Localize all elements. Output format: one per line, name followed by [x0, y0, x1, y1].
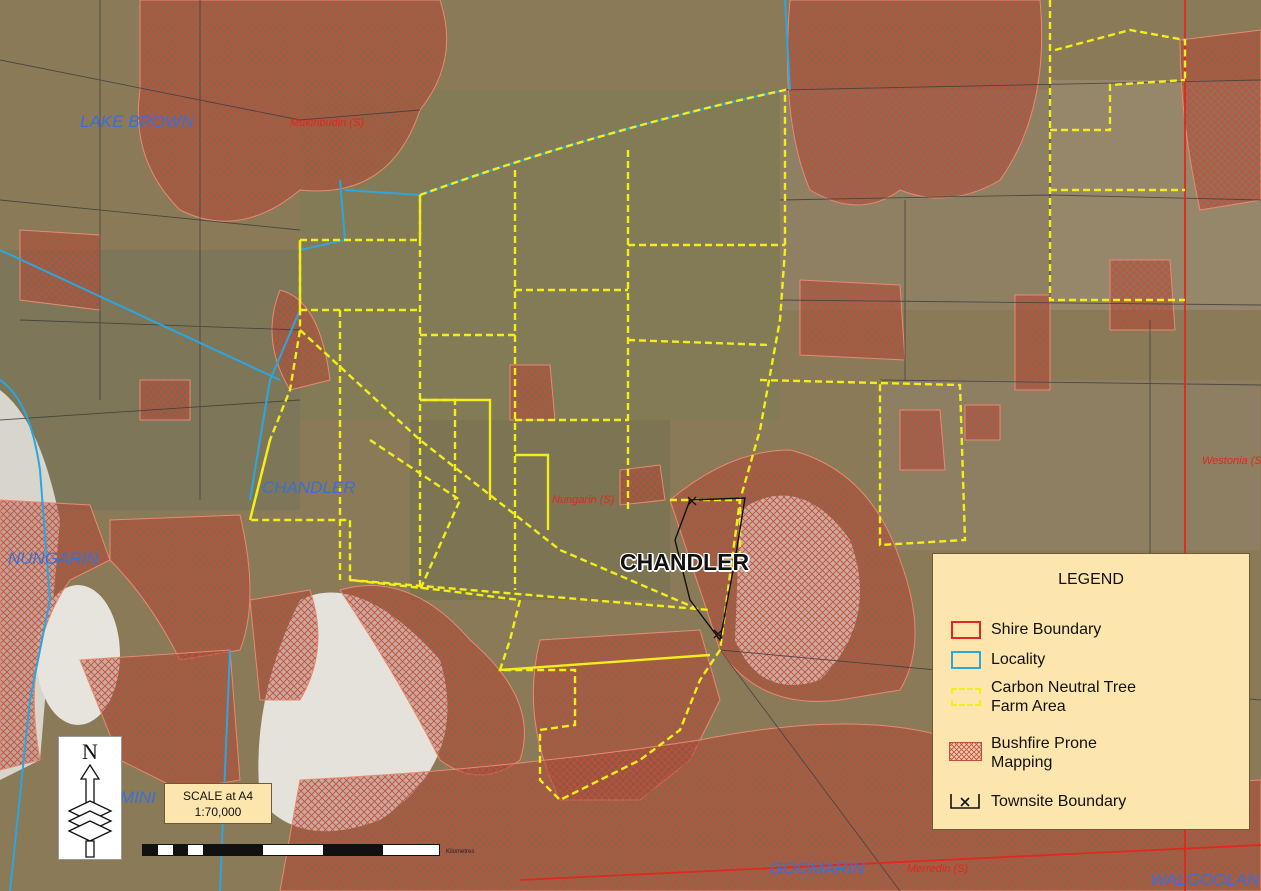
tree-farm-swatch-icon [947, 678, 983, 716]
shire-label-nungarin: Nungarin (S) [552, 494, 615, 506]
north-arrow-icon [67, 763, 113, 858]
scale-title: SCALE at A4 [182, 789, 254, 803]
legend-label: Bushfire Prone Mapping [991, 735, 1097, 771]
shire-label-mukinbudin: Mukinbudin (S) [290, 117, 364, 129]
locality-label-lake-brown: LAKE BROWN [80, 112, 194, 131]
locality-label-nungarin: NUNGARIN [8, 549, 99, 568]
tree-farm-solid-segments [248, 240, 711, 672]
legend-label: Shire Boundary [991, 620, 1102, 638]
north-arrow: N [58, 736, 122, 860]
legend-title: LEGEND [1058, 571, 1124, 588]
scale-bar [142, 844, 440, 856]
shire-boundary-swatch-icon [947, 618, 983, 640]
legend-item-bushfire: Bushfire Prone Mapping [947, 734, 1121, 772]
shire-label-westonia: Westonia (S) [1202, 455, 1261, 467]
legend-item-shire-boundary: Shire Boundary [947, 618, 1101, 640]
bushfire-hatch-swatch-icon [947, 734, 983, 772]
townsite-boundary-swatch-icon [947, 790, 983, 812]
locality-swatch-icon [947, 648, 983, 670]
tree-farm-area [248, 0, 1187, 802]
locality-label-goomarin: GOOMARIN [770, 859, 865, 878]
scale-box: SCALE at A4 1:70,000 [164, 783, 272, 824]
legend-item-townsite: Townsite Boundary [947, 790, 1126, 812]
north-letter: N [82, 739, 98, 764]
legend-item-tree-farm: Carbon Neutral Tree Farm Area [947, 678, 1141, 716]
townsite-label-chandler: CHANDLER [620, 549, 750, 575]
locality-label-mini: MINI [120, 788, 156, 807]
shire-label-merredin: Merredin (S) [907, 863, 969, 875]
legend-label: Locality [991, 650, 1046, 668]
scale-ratio: 1:70,000 [194, 805, 242, 819]
scale-units: Kilometres [446, 849, 475, 855]
legend-label: Carbon Neutral Tree Farm Area [991, 679, 1136, 715]
legend-label: Townsite Boundary [991, 792, 1127, 810]
legend-item-locality: Locality [947, 648, 1045, 670]
map-legend: LEGEND Shire Boundary Locality Carbon Ne… [932, 553, 1250, 830]
locality-label-walgoolan: WALGOOLAN [1150, 870, 1260, 889]
townsite-boundary [674, 496, 746, 642]
locality-label-chandler: CHANDLER [262, 478, 356, 497]
